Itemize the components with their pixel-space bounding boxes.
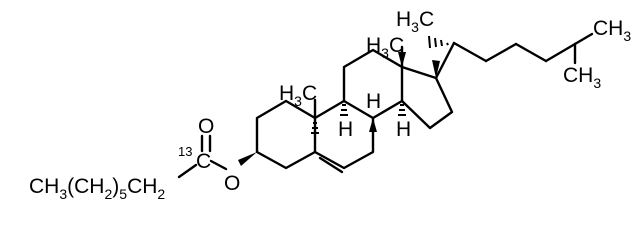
ester-oxygen-bond xyxy=(209,159,228,171)
cholesteryl-octanoate-13c-structure: H3C H3C H3C CH3 CH3 CH3(CH2)5CH2 13 C O … xyxy=(29,8,631,202)
c10-hashed-bond xyxy=(311,122,319,134)
c14-hashed-bond xyxy=(398,104,406,116)
ring-c-bonds xyxy=(342,48,404,120)
ring-b-double-bond xyxy=(318,156,344,174)
c17-wedge-bond xyxy=(432,60,440,78)
side-chain-bond-3 xyxy=(484,42,518,63)
c8-wedge-bond xyxy=(369,118,377,132)
c20-hashed-bond xyxy=(428,35,449,49)
atom-labels: H3C H3C H3C CH3 CH3 CH3(CH2)5CH2 13 C O … xyxy=(29,8,631,202)
carbonyl-carbon-label: C xyxy=(196,150,211,173)
skeletal-bonds xyxy=(177,32,594,179)
stereo-bonds xyxy=(238,35,449,166)
acyl-chain-bond xyxy=(177,163,198,179)
side-chain-bond-4 xyxy=(514,42,548,63)
isotope-mass-label: 13 xyxy=(178,144,192,159)
side-chain-bond-6 xyxy=(573,32,594,46)
ester-oxygen-label: O xyxy=(224,172,240,195)
c3-wedge-bond xyxy=(238,152,257,166)
side-chain-bond-5 xyxy=(544,42,577,63)
side-chain-bond-2 xyxy=(452,41,488,63)
side-chain-methyl-label: H3C xyxy=(396,8,434,35)
acyl-chain-label: CH3(CH2)5CH2 xyxy=(29,175,165,202)
c9-hashed-bond xyxy=(340,104,348,116)
terminal-methyl-upper-label: CH3 xyxy=(593,17,631,44)
terminal-methyl-lower-label: CH3 xyxy=(563,64,601,91)
ring-a-bonds xyxy=(255,99,317,170)
c14-hydrogen-label: H xyxy=(396,118,411,141)
c8-hydrogen-label: H xyxy=(366,90,381,113)
ring-d-bonds xyxy=(400,65,454,130)
carbonyl-oxygen-label: O xyxy=(198,115,214,138)
c10-methyl-label: H3C xyxy=(279,82,317,109)
c13-wedge-bond xyxy=(398,52,406,67)
side-chain-bond-1 xyxy=(434,41,456,80)
ring-b-bonds xyxy=(313,99,375,170)
c13-methyl-label: H3C xyxy=(366,34,404,61)
c9-hydrogen-label: H xyxy=(338,118,353,141)
